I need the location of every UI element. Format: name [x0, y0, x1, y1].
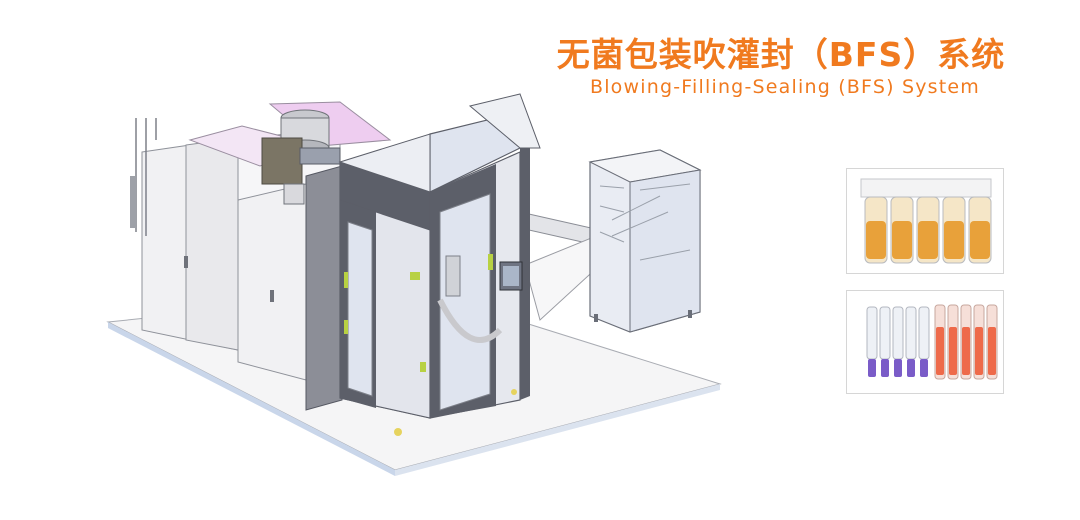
title-english: Blowing-Filling-Sealing (BFS) System — [589, 76, 981, 98]
red-vial-strip — [934, 304, 998, 380]
amber-vial-card — [846, 168, 1004, 274]
clear-vial-strip — [866, 306, 930, 377]
motor-assembly — [261, 137, 303, 185]
mixed-vial-card — [846, 290, 1004, 394]
amber-vial-strip — [860, 178, 992, 264]
title-chinese: 无菌包装吹灌封（BFS）系统 — [556, 35, 1006, 74]
door-panel — [305, 165, 343, 411]
floor-edge — [108, 322, 395, 476]
